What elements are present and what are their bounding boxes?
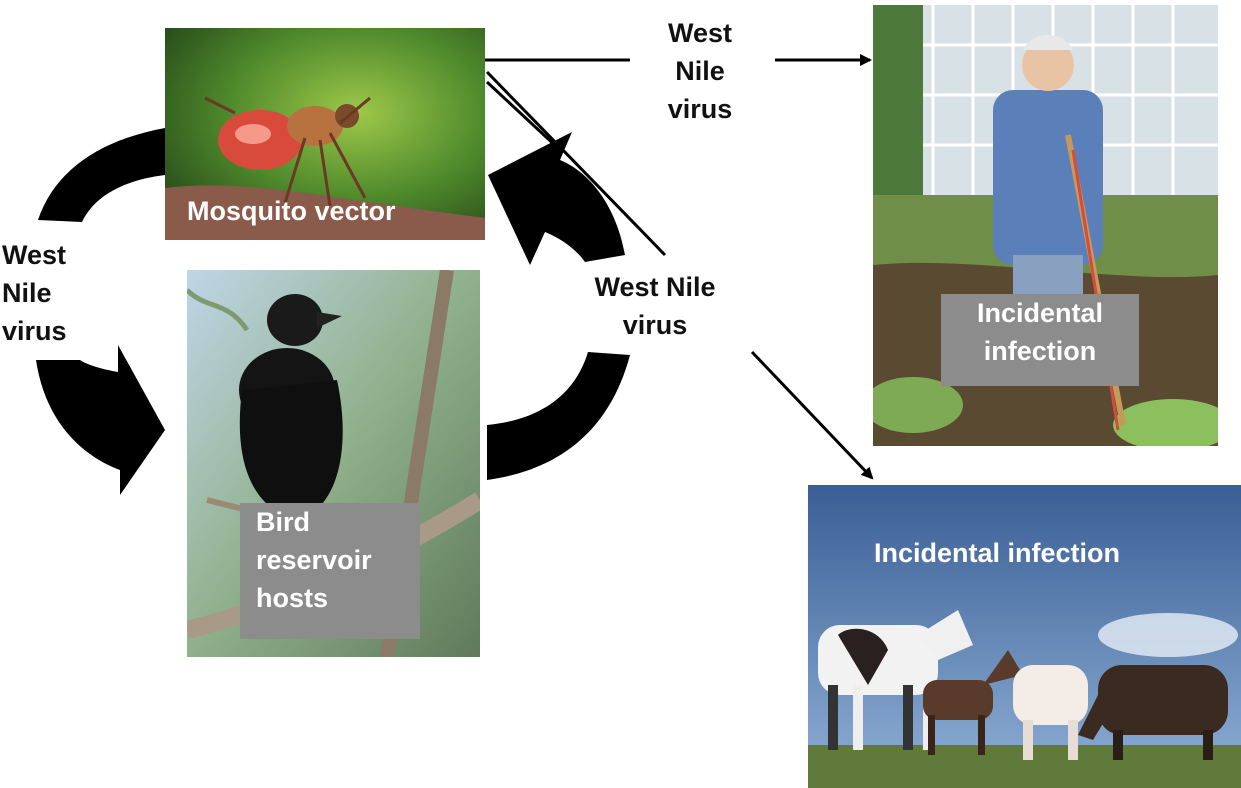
- top-virus-label-line-3: virus: [667, 94, 733, 124]
- center-virus-label: West Nile virus: [570, 268, 740, 344]
- crow-photo: Bird reservoir hosts: [187, 270, 480, 657]
- horses-caption: Incidental infection: [874, 538, 1121, 568]
- left-virus-label-line-1: West: [2, 240, 67, 270]
- horse-3: [1013, 665, 1088, 760]
- diagonal-line-2: [485, 80, 562, 152]
- center-virus-label-line-1: West Nile: [594, 272, 716, 302]
- left-virus-label: West Nile virus: [2, 236, 102, 350]
- horses-photo: Incidental infection: [808, 485, 1241, 788]
- horse-2: [923, 650, 1023, 755]
- horse-1: [818, 610, 973, 750]
- diagonal-line-1: [485, 70, 667, 257]
- human-caption-line-1: Incidental: [976, 298, 1104, 328]
- horse-4: [1078, 665, 1228, 760]
- left-virus-label-line-3: virus: [2, 316, 67, 346]
- top-virus-label-line-1: West: [667, 18, 733, 48]
- left-cycle-arrow: [36, 128, 165, 495]
- top-virus-label-line-2: Nile: [675, 56, 725, 86]
- bird-caption-line-1: Bird: [256, 507, 310, 537]
- human-caption-box: Incidental infection: [941, 294, 1139, 386]
- bird-caption-line-2: reservoir: [256, 545, 372, 575]
- top-virus-label: West Nile virus: [640, 14, 760, 128]
- gardener-photo: Incidental infection: [873, 5, 1218, 446]
- bird-caption-box: Bird reservoir hosts: [240, 503, 420, 639]
- left-virus-label-line-2: Nile: [2, 278, 52, 308]
- human-caption-line-2: infection: [983, 336, 1097, 366]
- arrow-to-horses: [750, 350, 874, 480]
- mosquito-caption: Mosquito vector: [187, 196, 396, 226]
- right-cycle-arrow: [487, 132, 630, 480]
- bird-caption-line-3: hosts: [256, 583, 329, 613]
- mosquito-photo: Mosquito vector: [165, 28, 485, 240]
- center-virus-label-line-2: virus: [622, 310, 688, 340]
